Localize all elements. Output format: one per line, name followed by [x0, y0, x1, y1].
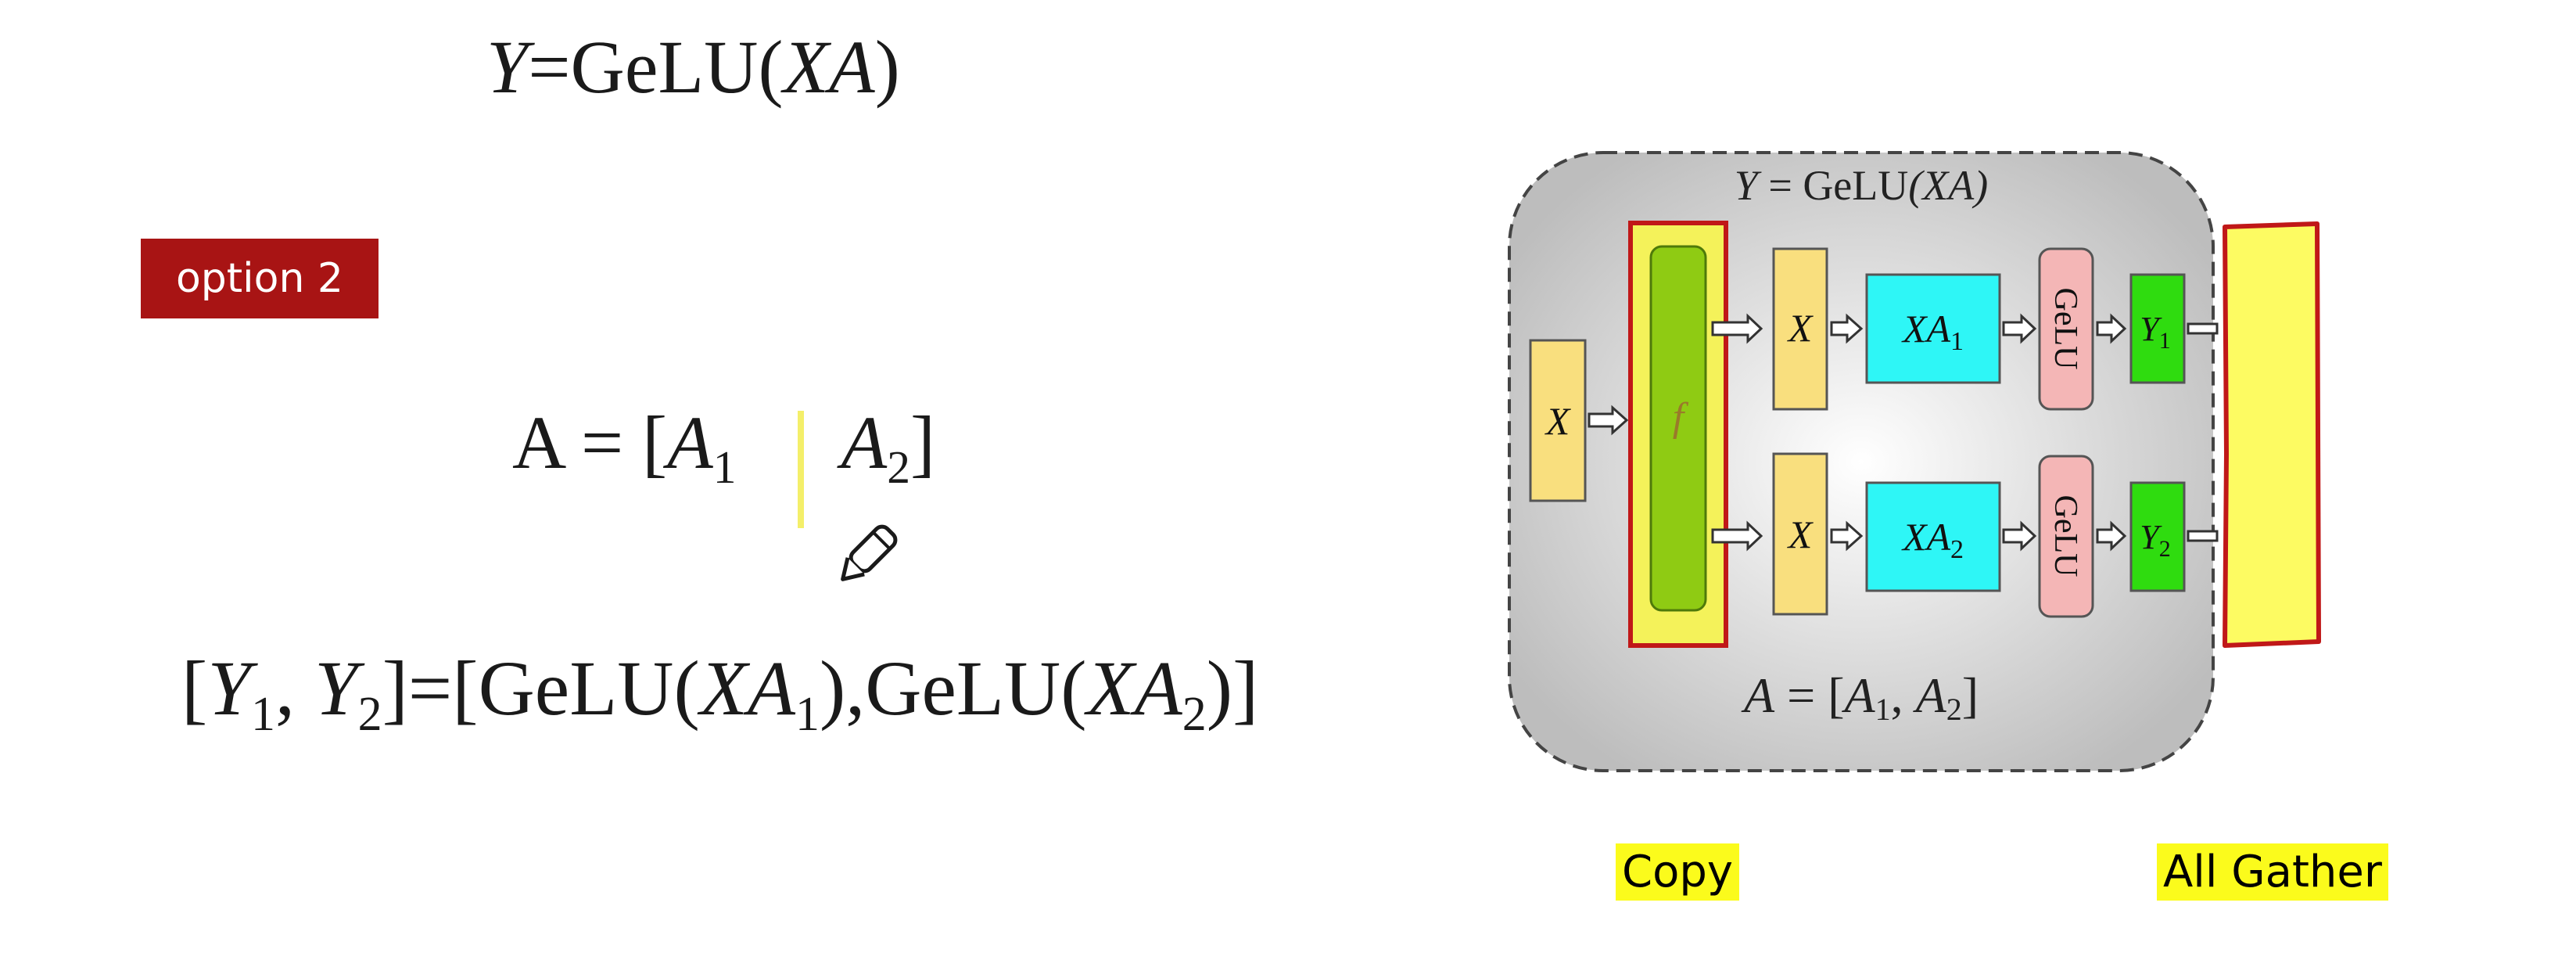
- bottom-y2-sub: 2: [357, 687, 382, 741]
- arrow-x2-to-xa2: [1830, 520, 1864, 552]
- a-split-sub1: 1: [712, 441, 737, 494]
- a-split-lhs: A: [512, 401, 563, 484]
- a-split-eq: =: [581, 401, 624, 484]
- input-x-label: X: [1545, 399, 1572, 443]
- f-box: [1649, 245, 1707, 612]
- all-gather-label-text: All Gather: [2163, 847, 2382, 897]
- gelu1-box: [2038, 247, 2094, 411]
- x2-label: X: [1787, 512, 1814, 556]
- bottom-arg1: XA: [699, 645, 795, 732]
- arrow-f-to-x1: [1711, 313, 1763, 344]
- diagram-footer: A = [A1, A2]: [1741, 667, 1979, 727]
- bottom-sep: ,: [845, 645, 866, 732]
- diagram-title: Y = GeLU(XA): [1735, 162, 1988, 209]
- split-divider: [798, 411, 804, 528]
- bottom-rhs-close: ]: [1232, 645, 1259, 732]
- a-split-formula: A = [A1 A2]: [512, 399, 935, 494]
- x1-box: [1772, 247, 1828, 411]
- all-gather-label: All Gather: [2157, 843, 2388, 901]
- input-x-box: [1529, 339, 1587, 502]
- bottom-eq: =: [407, 645, 453, 732]
- bottom-y1-sub: 1: [250, 687, 275, 741]
- gelu2-label: GeLU: [2047, 495, 2083, 577]
- xa1-box: [1865, 273, 2001, 384]
- bottom-rhs-open: [: [452, 645, 479, 732]
- xa1-label: XA1: [1901, 307, 1964, 356]
- option-badge-label: option 2: [175, 255, 344, 302]
- top-formula: Y=GeLU(XA): [486, 23, 900, 110]
- x1-label: X: [1787, 306, 1814, 350]
- bottom-p1-open: (: [673, 645, 700, 732]
- parallel-mlp-diagram: Y = GeLU(XA) A = [A1, A2] X f X XA1 GeLU…: [1508, 151, 2321, 772]
- xa2-label: XA2: [1901, 515, 1964, 564]
- bottom-y2: Y: [314, 645, 358, 732]
- top-formula-open: (: [758, 25, 784, 109]
- a-split-part2: A: [841, 401, 888, 484]
- xa2-box: [1865, 481, 2001, 592]
- bottom-formula: [Y1, Y2]=[GeLU(XA1),GeLU(XA2)]: [181, 643, 1258, 743]
- bottom-arg1-sub: 1: [795, 687, 820, 741]
- pencil-icon: [827, 512, 913, 591]
- gelu2-box: [2038, 455, 2094, 618]
- bottom-p2-close: ): [1206, 645, 1232, 732]
- top-formula-eq: =: [528, 25, 571, 109]
- bottom-fn1: GeLU: [478, 645, 674, 732]
- y1-box: [2129, 273, 2186, 384]
- top-formula-fn: GeLU: [570, 25, 759, 109]
- bottom-arg2: XA: [1086, 645, 1182, 732]
- a-split-sub2: 2: [887, 441, 910, 494]
- y2-box: [2129, 481, 2186, 592]
- arrow-gelu2-to-y2: [2096, 520, 2127, 552]
- bottom-p1-close: ): [819, 645, 846, 732]
- x2-box: [1772, 452, 1828, 616]
- bottom-y1: Y: [207, 645, 251, 732]
- bottom-fn2: GeLU: [865, 645, 1061, 732]
- arrow-f-to-x2: [1711, 520, 1763, 552]
- arrow-y1-to-gather: [2187, 322, 2219, 335]
- copy-label-text: Copy: [1622, 847, 1734, 897]
- y2-label: Y2: [2140, 518, 2170, 562]
- all-gather-box: [2223, 221, 2321, 648]
- top-formula-close: ): [874, 25, 900, 109]
- a-split-close: ]: [909, 401, 935, 484]
- arrow-y2-to-gather: [2187, 530, 2219, 542]
- arrow-input-to-f: [1588, 405, 1629, 436]
- top-formula-lhs: Y: [486, 25, 529, 109]
- bottom-lhs-open: [: [181, 645, 208, 732]
- copy-label: Copy: [1616, 843, 1740, 901]
- y1-label: Y1: [2140, 310, 2170, 354]
- arrow-xa1-to-gelu1: [2002, 313, 2037, 344]
- option-badge: option 2: [141, 239, 379, 318]
- arrow-x1-to-xa1: [1830, 313, 1864, 344]
- bottom-comma: ,: [274, 645, 295, 732]
- a-split-part1: A: [667, 401, 713, 484]
- top-formula-arg: XA: [783, 25, 875, 109]
- gelu1-label: GeLU: [2047, 288, 2083, 370]
- a-split-open: [: [642, 401, 668, 484]
- arrow-xa2-to-gelu2: [2002, 520, 2037, 552]
- arrow-gelu1-to-y1: [2096, 313, 2127, 344]
- bottom-p2-open: (: [1060, 645, 1087, 732]
- bottom-lhs-close: ]: [382, 645, 408, 732]
- bottom-arg2-sub: 2: [1182, 687, 1207, 741]
